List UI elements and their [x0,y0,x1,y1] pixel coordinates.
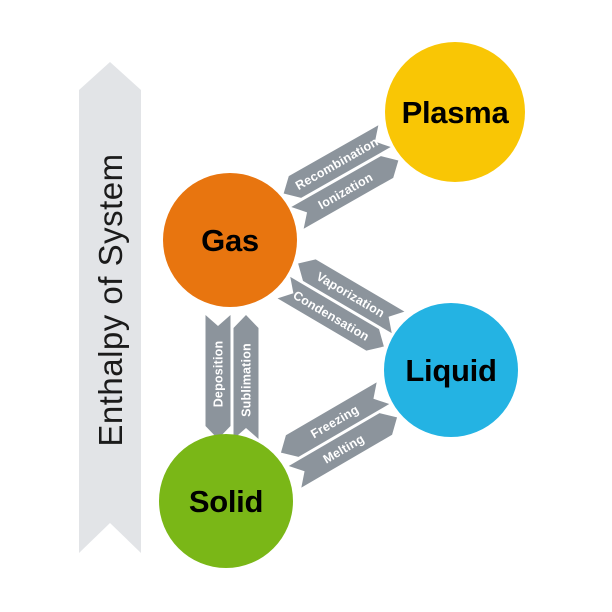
transition-pair-gas-plasma: Recombination Ionization [283,125,399,229]
plasma-label: Plasma [402,95,510,130]
transition-pair-gas-liquid: Vaporization Condensation [277,259,405,351]
state-liquid: Liquid [384,303,518,437]
solid-circle [159,434,293,568]
liquid-label: Liquid [405,353,496,388]
enthalpy-arrow-shape [79,62,141,553]
freezing-arrow [280,382,390,457]
gas-circle [163,173,297,307]
state-plasma: Plasma [385,42,525,182]
solid-label: Solid [189,484,263,519]
condensation-arrow [277,276,384,351]
recombination-arrow [283,125,391,198]
transition-pair-gas-solid: Deposition Sublimation [205,315,259,439]
state-solid: Solid [159,434,293,568]
transition-pair-solid-liquid: Freezing Melting [280,382,398,488]
melting-arrow [288,413,398,488]
deposition-label: Deposition [212,341,226,408]
enthalpy-axis: Enthalpy of System [79,62,141,553]
enthalpy-axis-label: Enthalpy of System [92,153,129,446]
vaporization-arrow [298,259,405,334]
sublimation-arrow [233,315,259,439]
liquid-circle [384,303,518,437]
plasma-circle [385,42,525,182]
sublimation-label: Sublimation [240,343,254,417]
gas-label: Gas [201,223,259,258]
state-gas: Gas [163,173,297,307]
deposition-arrow [205,315,231,439]
ionization-arrow [291,156,399,229]
